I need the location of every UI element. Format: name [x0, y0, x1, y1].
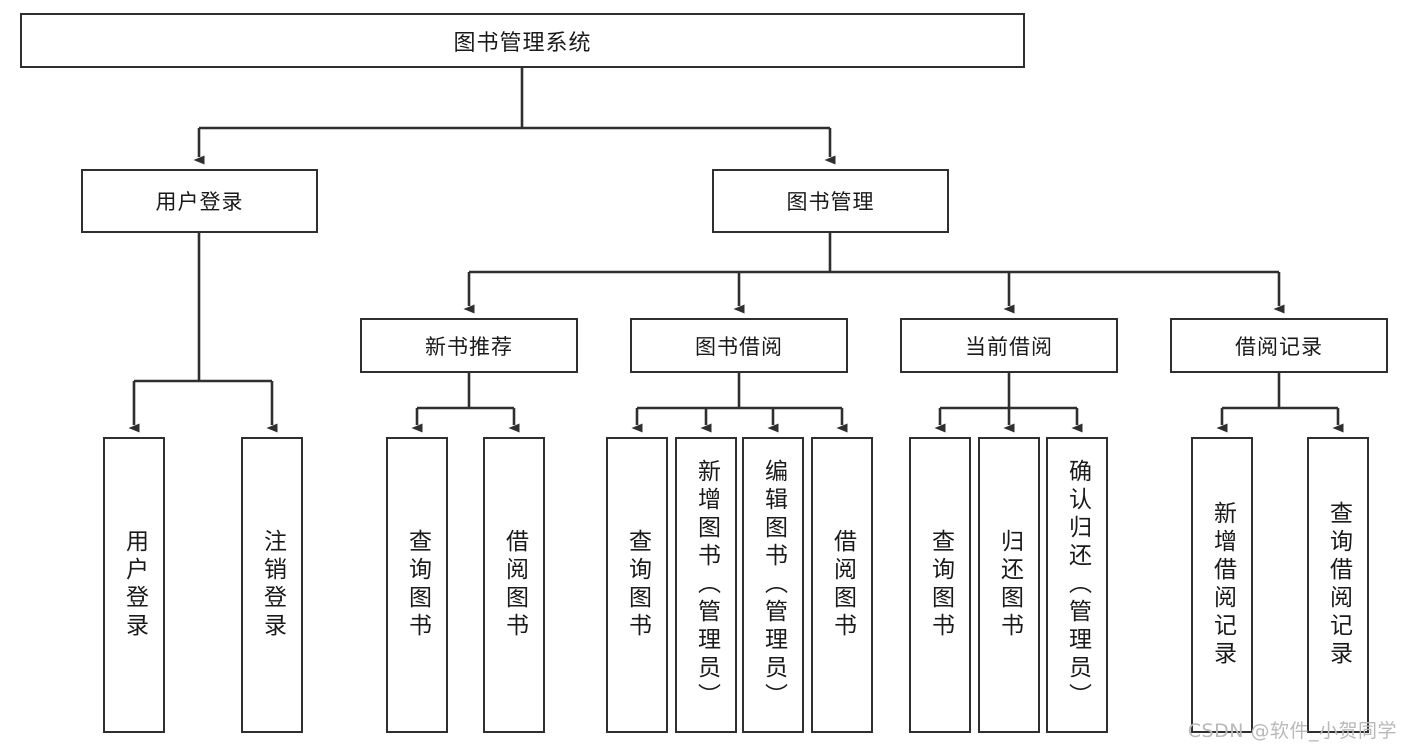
leaf-add-book-admin[interactable]: 新增图书（管理员） — [675, 437, 737, 733]
node-label: 查询借阅记录 — [1325, 501, 1352, 669]
leaf-return-book[interactable]: 归还图书 — [978, 437, 1040, 733]
leaf-edit-book-admin[interactable]: 编辑图书（管理员） — [742, 437, 804, 733]
leaf-borrow-book-recommend[interactable]: 借阅图书 — [483, 437, 545, 733]
node-label: 注销登录 — [259, 529, 286, 641]
leaf-borrow-book[interactable]: 借阅图书 — [811, 437, 873, 733]
watermark: CSDN @软件_小贺同学 — [1187, 720, 1397, 742]
leaf-user-login[interactable]: 用户登录 — [103, 437, 165, 733]
node-book-borrow[interactable]: 图书借阅 — [630, 318, 848, 373]
node-label: 用户登录 — [155, 190, 244, 214]
node-label: 借阅图书 — [829, 529, 856, 641]
leaf-query-book-current[interactable]: 查询图书 — [909, 437, 971, 733]
node-label: 图书管理 — [786, 190, 875, 214]
leaf-query-book-borrow[interactable]: 查询图书 — [606, 437, 668, 733]
leaf-logout-login[interactable]: 注销登录 — [241, 437, 303, 733]
node-label: 借阅记录 — [1235, 334, 1323, 359]
leaf-confirm-return-admin[interactable]: 确认归还（管理员） — [1046, 437, 1108, 733]
leaf-query-book-recommend[interactable]: 查询图书 — [386, 437, 448, 733]
node-label: 新书推荐 — [425, 334, 513, 359]
node-label: 查询图书 — [404, 529, 431, 641]
node-label: 确认归还（管理员） — [1064, 459, 1091, 711]
node-label: 查询图书 — [624, 529, 651, 641]
node-label: 新增图书（管理员） — [693, 459, 720, 711]
node-label: 查询图书 — [927, 529, 954, 641]
node-label: 编辑图书（管理员） — [760, 459, 787, 711]
node-label: 图书借阅 — [695, 334, 783, 359]
leaf-query-borrow-record[interactable]: 查询借阅记录 — [1307, 437, 1369, 733]
node-user-login[interactable]: 用户登录 — [81, 169, 318, 233]
node-new-book-recommend[interactable]: 新书推荐 — [360, 318, 578, 373]
node-label: 归还图书 — [996, 529, 1023, 641]
node-book-management[interactable]: 图书管理 — [712, 169, 949, 233]
node-label: 用户登录 — [121, 529, 148, 641]
node-current-borrow[interactable]: 当前借阅 — [900, 318, 1118, 373]
node-label: 借阅图书 — [501, 529, 528, 641]
leaf-add-borrow-record[interactable]: 新增借阅记录 — [1191, 437, 1253, 733]
node-root-book-management-system[interactable]: 图书管理系统 — [20, 13, 1025, 68]
node-borrow-records[interactable]: 借阅记录 — [1170, 318, 1388, 373]
node-label: 新增借阅记录 — [1209, 501, 1236, 669]
node-label: 图书管理系统 — [453, 30, 592, 56]
node-label: 当前借阅 — [965, 334, 1053, 359]
